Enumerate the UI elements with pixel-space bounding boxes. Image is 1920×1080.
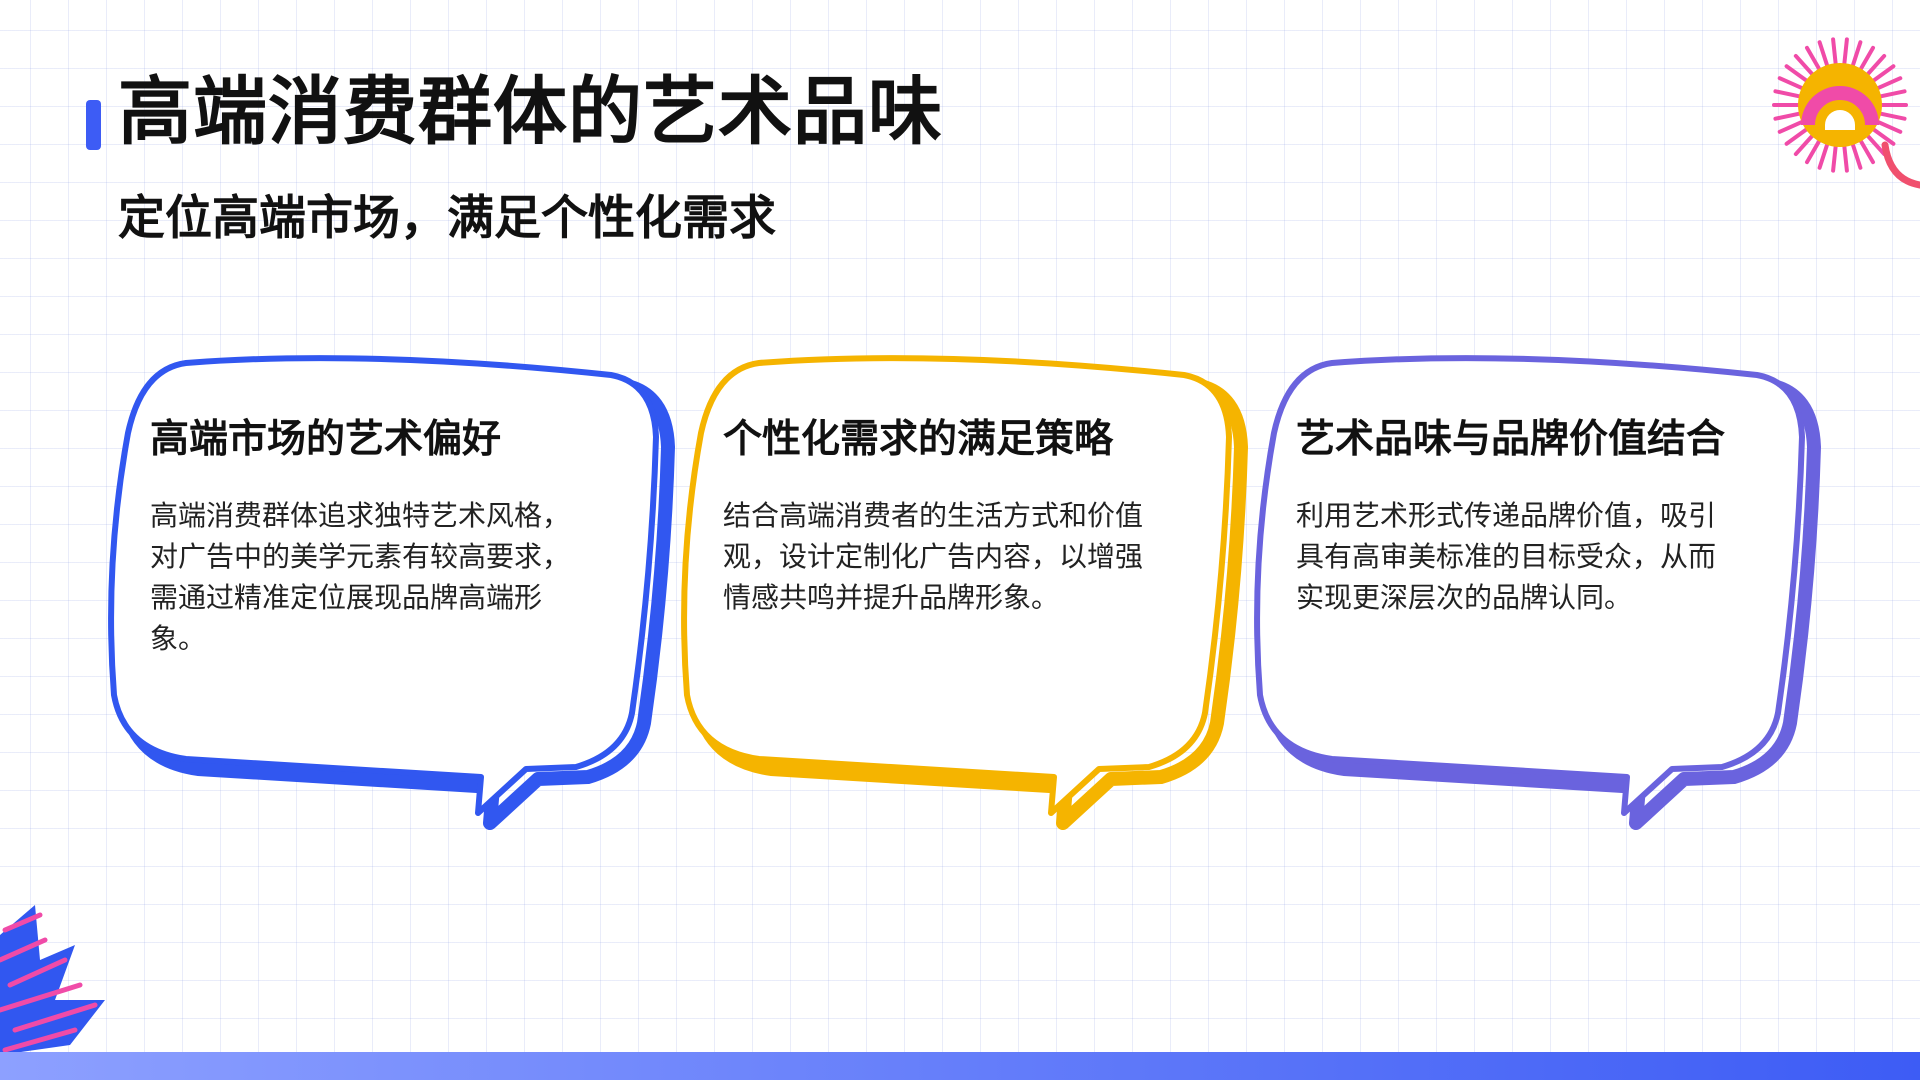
page-title: 高端消费群体的艺术品味	[118, 69, 943, 155]
speech-bubble-icon	[108, 355, 675, 830]
sunburst-ray	[1868, 64, 1896, 85]
sunburst-ray	[1857, 135, 1875, 165]
sunburst-ray	[1849, 40, 1863, 71]
sunburst-ray	[1773, 110, 1805, 121]
card-title: 个性化需求的满足策略	[723, 417, 1114, 462]
sunburst-ray	[1793, 131, 1817, 157]
sunburst-ray	[1793, 53, 1817, 79]
card-body: 利用艺术形式传递品牌价值，吸引具有高审美标准的目标受众，从而实现更深层次的品牌认…	[1296, 499, 1717, 614]
sunburst-ray	[1841, 37, 1849, 70]
sunburst-icon	[1772, 37, 1920, 189]
sunburst-ray	[1872, 118, 1903, 134]
sunburst-ray	[1857, 45, 1875, 75]
card-body: 结合高端消费者的生活方式和价值观，设计定制化广告内容，以增强情感共鸣并提升品牌形…	[723, 499, 1144, 614]
card-art-preference: 高端市场的艺术偏好 高端消费群体追求独特艺术风格，对广告中的美学元素有较高要求，…	[106, 345, 686, 830]
card-title: 艺术品味与品牌价值结合	[1296, 417, 1726, 462]
card-brand-value: 艺术品味与品牌价值结合 利用艺术形式传递品牌价值，吸引具有高审美标准的目标受众，…	[1252, 345, 1832, 830]
page-subtitle: 定位高端市场，满足个性化需求	[118, 191, 776, 246]
card-body: 高端消费群体追求独特艺术风格，对广告中的美学元素有较高要求，需通过精准定位展现品…	[150, 499, 571, 655]
sunburst-ray	[1872, 76, 1903, 92]
speech-bubble-icon	[681, 355, 1248, 830]
sunburst-ray	[1849, 139, 1863, 170]
sunburst-ray	[1817, 139, 1831, 170]
sunburst-ray	[1777, 76, 1808, 92]
sunburst-ray	[1868, 125, 1896, 146]
sunburst-ray	[1773, 89, 1805, 100]
sunburst-ray	[1863, 53, 1887, 79]
sunburst-ray	[1805, 45, 1823, 75]
speech-bubble-icon	[1254, 355, 1821, 830]
sunburst-ray	[1777, 118, 1808, 134]
sunburst-ray	[1805, 135, 1823, 165]
sunburst-ray	[1831, 37, 1839, 70]
sunburst-ray	[1875, 110, 1907, 121]
sunburst-ray	[1863, 131, 1887, 157]
title-accent-bar	[86, 100, 101, 150]
sunburst-ray	[1875, 89, 1907, 100]
card-personalization-strategy: 个性化需求的满足策略 结合高端消费者的生活方式和价值观，设计定制化广告内容，以增…	[679, 345, 1259, 830]
card-title: 高端市场的艺术偏好	[150, 417, 502, 462]
sunburst-ray	[1784, 125, 1812, 146]
sunburst-ray	[1841, 140, 1849, 173]
sunburst-ray	[1784, 64, 1812, 85]
sunburst-ray	[1817, 40, 1831, 71]
bottom-gradient-bar	[0, 1052, 1920, 1080]
sunburst-ray	[1831, 140, 1839, 173]
leaf-pattern-icon	[0, 905, 105, 1055]
